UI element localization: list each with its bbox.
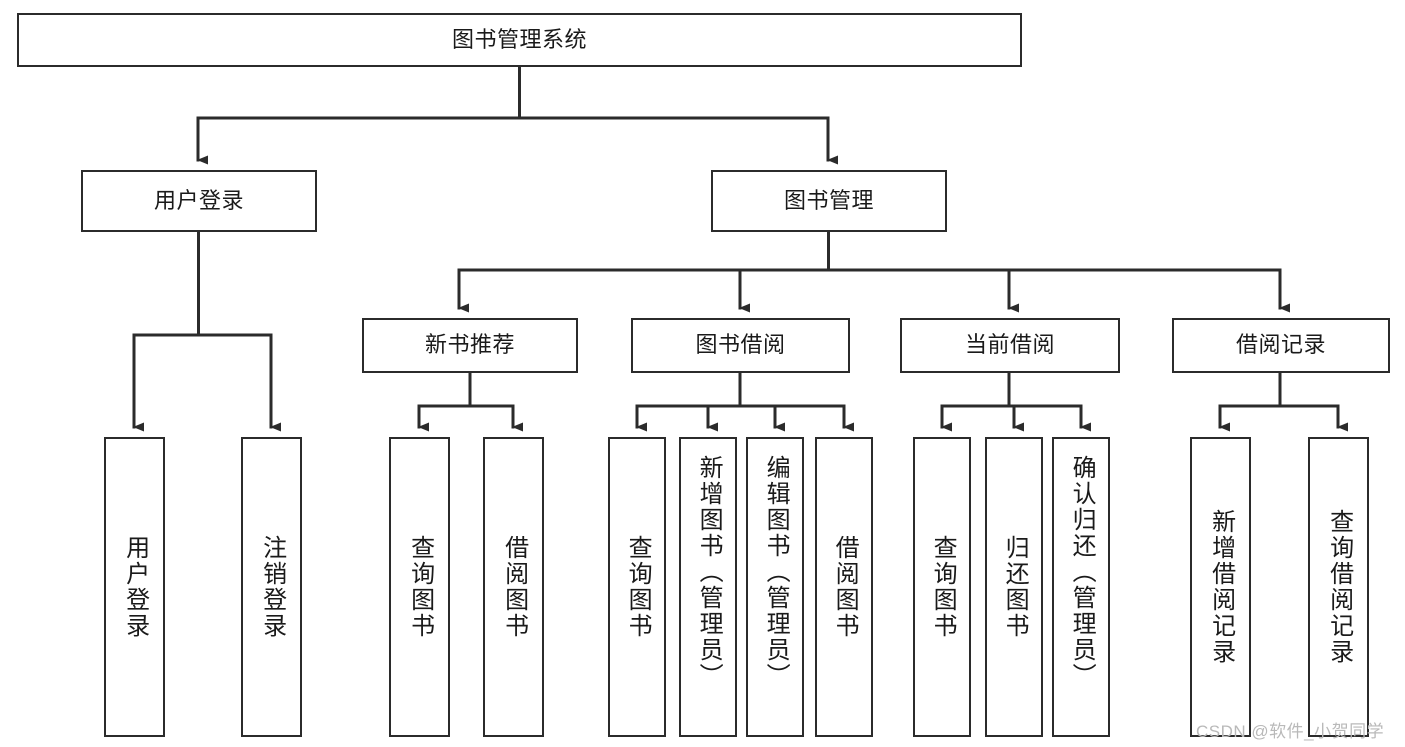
node-leaf-query-book-borrow-label: 查询图书 — [624, 535, 652, 639]
node-borrow-record[interactable]: 借阅记录 — [1172, 318, 1390, 373]
node-leaf-query-record[interactable]: 查询借阅记录 — [1308, 437, 1369, 737]
watermark-csdn: CSDN @软件_小贺同学 — [1196, 722, 1385, 741]
node-leaf-borrow-book[interactable]: 借阅图书 — [815, 437, 873, 737]
node-leaf-return-book[interactable]: 归还图书 — [985, 437, 1043, 737]
node-leaf-user-login-label: 用户登录 — [121, 535, 149, 639]
node-leaf-borrow-book-label: 借阅图书 — [831, 535, 859, 639]
node-leaf-borrow-book-rec-label: 借阅图书 — [500, 535, 528, 639]
node-leaf-add-record-label: 新增借阅记录 — [1207, 509, 1235, 665]
node-current-borrow-label: 当前借阅 — [964, 332, 1055, 358]
node-leaf-query-book-rec-label: 查询图书 — [406, 535, 434, 639]
node-new-book-rec-label: 新书推荐 — [424, 332, 515, 358]
node-leaf-add-book-label: 新增图书（管理员） — [695, 455, 723, 689]
node-leaf-query-record-label: 查询借阅记录 — [1325, 509, 1353, 665]
node-leaf-query-book-current-label: 查询图书 — [929, 535, 957, 639]
node-leaf-edit-book-label: 编辑图书（管理员） — [762, 455, 790, 689]
node-user-login[interactable]: 用户登录 — [81, 170, 317, 232]
node-book-borrow-label: 图书借阅 — [695, 332, 786, 358]
node-leaf-query-book-current[interactable]: 查询图书 — [913, 437, 971, 737]
node-book-manage-label: 图书管理 — [783, 187, 874, 213]
node-leaf-logout-label: 注销登录 — [258, 535, 286, 639]
node-borrow-record-label: 借阅记录 — [1235, 332, 1326, 358]
node-root[interactable]: 图书管理系统 — [17, 13, 1022, 67]
node-leaf-borrow-book-rec[interactable]: 借阅图书 — [483, 437, 544, 737]
node-leaf-confirm-return-label: 确认归还（管理员） — [1068, 455, 1096, 689]
node-new-book-rec[interactable]: 新书推荐 — [362, 318, 578, 373]
node-book-manage[interactable]: 图书管理 — [711, 170, 947, 232]
node-leaf-return-book-label: 归还图书 — [1001, 535, 1029, 639]
node-leaf-add-book[interactable]: 新增图书（管理员） — [679, 437, 737, 737]
node-leaf-query-book-borrow[interactable]: 查询图书 — [608, 437, 666, 737]
node-leaf-confirm-return[interactable]: 确认归还（管理员） — [1052, 437, 1110, 737]
node-leaf-query-book-rec[interactable]: 查询图书 — [389, 437, 450, 737]
node-leaf-add-record[interactable]: 新增借阅记录 — [1190, 437, 1251, 737]
node-leaf-logout[interactable]: 注销登录 — [241, 437, 302, 737]
node-user-login-label: 用户登录 — [153, 187, 244, 213]
node-leaf-edit-book[interactable]: 编辑图书（管理员） — [746, 437, 804, 737]
node-book-borrow[interactable]: 图书借阅 — [631, 318, 850, 373]
node-current-borrow[interactable]: 当前借阅 — [900, 318, 1120, 373]
node-root-label: 图书管理系统 — [451, 26, 587, 52]
node-leaf-user-login[interactable]: 用户登录 — [104, 437, 165, 737]
